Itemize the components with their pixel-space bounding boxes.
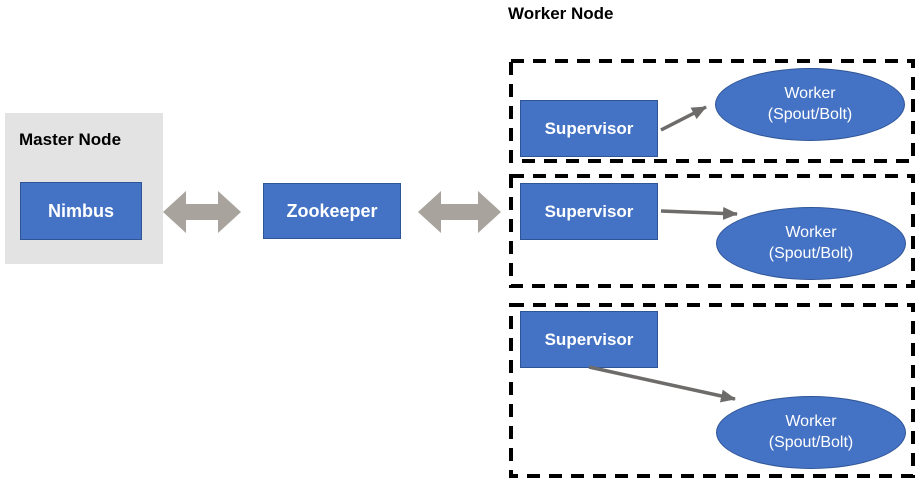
double-arrow-zookeeper-workernode — [418, 191, 501, 233]
nimbus-label: Nimbus — [47, 200, 114, 221]
zookeeper-node: Zookeeper — [263, 183, 401, 239]
worker-label-line1: Worker — [784, 84, 836, 102]
worker-label-line2: (Spout/Bolt) — [768, 433, 854, 451]
worker-node-label: Worker Node — [508, 4, 614, 23]
supervisor-label-2: Supervisor — [544, 201, 634, 221]
worker-label-line1: Worker — [785, 412, 837, 430]
worker-ellipse-2: Worker (Spout/Bolt) — [716, 207, 906, 280]
worker-ellipse-3: Worker (Spout/Bolt) — [716, 396, 906, 469]
double-arrow-nimbus-zookeeper — [163, 191, 241, 233]
arrow-supervisor3-worker3 — [588, 365, 736, 403]
arrow-supervisor2-worker2 — [660, 206, 738, 220]
worker-label-line2: (Spout/Bolt) — [768, 244, 854, 262]
arrow-supervisor1-worker1 — [660, 105, 707, 132]
supervisor-node-1: Supervisor — [520, 100, 658, 157]
supervisor-label-3: Supervisor — [544, 329, 634, 349]
nimbus-node: Nimbus — [20, 182, 142, 240]
supervisor-node-2: Supervisor — [520, 183, 658, 240]
master-node-label: Master Node — [19, 130, 122, 149]
worker-label-line1: Worker — [785, 223, 837, 241]
zookeeper-label: Zookeeper — [286, 200, 378, 221]
worker-ellipse-1: Worker (Spout/Bolt) — [715, 68, 905, 141]
supervisor-node-3: Supervisor — [520, 311, 658, 368]
supervisor-label-1: Supervisor — [544, 118, 634, 138]
worker-label-line2: (Spout/Bolt) — [767, 105, 853, 123]
